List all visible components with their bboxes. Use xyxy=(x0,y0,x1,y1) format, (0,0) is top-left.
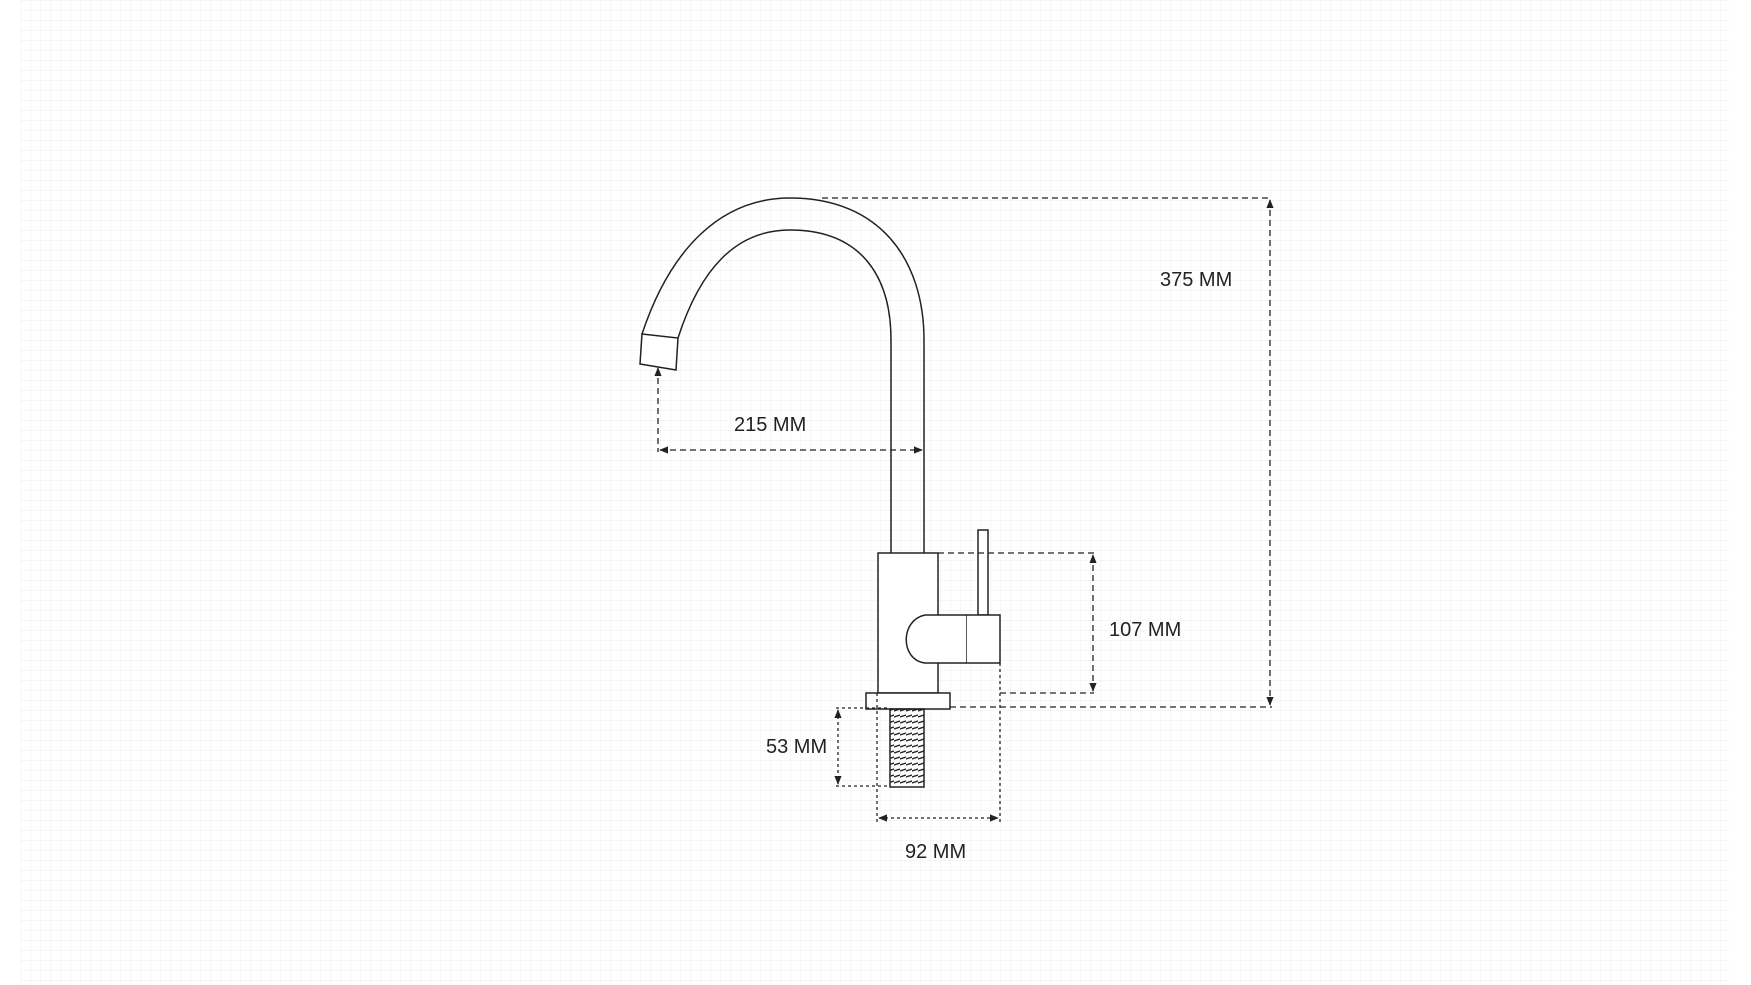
dim-107-label: 107 MM xyxy=(1109,619,1181,641)
faucet-outline xyxy=(639,197,1001,788)
handle-cam xyxy=(905,614,966,664)
dim-53-label: 53 MM xyxy=(766,736,827,758)
handle-block xyxy=(965,614,1001,664)
spout-tip xyxy=(639,333,679,371)
handle-lever xyxy=(977,529,989,616)
dim-215-label: 215 MM xyxy=(734,414,806,436)
dimension-lines xyxy=(654,197,1274,822)
spout-inner-curve xyxy=(677,229,892,553)
dim-375-label: 375 MM xyxy=(1160,269,1232,291)
threaded-shank xyxy=(889,708,925,788)
base-flange xyxy=(865,692,951,710)
spout-outer-curve xyxy=(641,197,925,553)
dim-92-label: 92 MM xyxy=(905,841,966,863)
grid-background xyxy=(20,0,1730,985)
